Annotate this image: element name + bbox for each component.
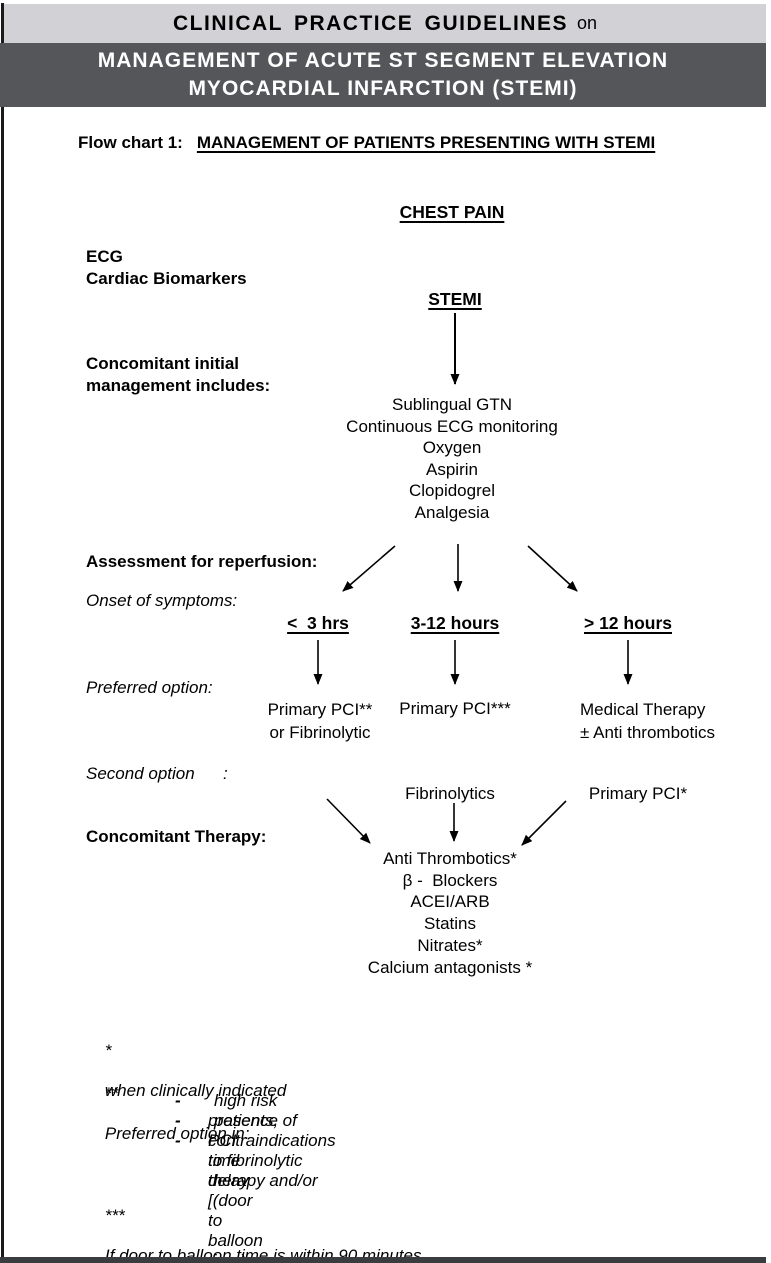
page-bottom-strip (0, 1257, 766, 1263)
chest-pain-node: CHEST PAIN (399, 202, 505, 222)
footnote-single-asterisk: * when clinically indicated (86, 1021, 286, 1121)
document-title-line2: MYOCARDIAL INFARCTION (STEMI) (188, 77, 578, 100)
footnote-text-2: Preferred option in: (104, 1124, 250, 1143)
onset-column-lt3hrs: < 3 hrs (287, 613, 349, 633)
ecg-biomarkers-label: ECG Cardiac Biomarkers (86, 247, 247, 288)
concomitant-initial-label: Concomitant initial management includes: (86, 354, 271, 395)
onset-column-gt12hrs: > 12 hours (583, 613, 673, 633)
stemi-node: STEMI (428, 289, 482, 309)
dash-bullet: - (175, 1131, 181, 1150)
concomitant-therapy-label: Concomitant Therapy: (86, 827, 267, 846)
page-kicker-title: CLINICAL PRACTICE GUIDELINES (173, 11, 568, 35)
footnote-item-text: high risk patients, (214, 1091, 283, 1130)
onset-of-symptoms-label: Onset of symptoms: (86, 591, 238, 610)
flowchart-title: MANAGEMENT OF PATIENTS PRESENTING WITH S… (196, 133, 656, 152)
flowchart-number-label: Flow chart 1: (78, 133, 183, 152)
footnote-marker-2: ** (104, 1084, 119, 1103)
onset-column-3to12hrs: 3-12 hours (410, 613, 500, 633)
header-band-light: CLINICAL PRACTICE GUIDELINES on (4, 4, 766, 43)
concomitant-therapy-list: Anti Thrombotics* β - Blockers ACEI/ARB … (367, 849, 533, 977)
assessment-reperfusion-label: Assessment for reperfusion: (86, 552, 318, 571)
footnote-triple-asterisk: *** If door to balloon time is within 90… (86, 1186, 422, 1263)
footnote-item-text: PCI time delay [(door to balloon time) –… (208, 1131, 263, 1263)
header-band-dark: MANAGEMENT OF ACUTE ST SEGMENT ELEVATION… (0, 43, 766, 107)
dash-bullet: - (175, 1091, 181, 1110)
preferred-option-col2: Primary PCI*** (399, 699, 511, 718)
footnote-item-text: presence of contraindications to fibrino… (208, 1111, 341, 1190)
initial-management-list: Sublingual GTN Continuous ECG monitoring… (346, 395, 558, 522)
page-kicker-suffix: on (576, 13, 597, 33)
footnote-text-1: when clinically indicated (104, 1081, 287, 1100)
second-option-primary-pci: Primary PCI* (588, 784, 688, 803)
document-title-line1: MANAGEMENT OF ACUTE ST SEGMENT ELEVATION (97, 49, 669, 72)
preferred-option-col1: Primary PCI** or Fibrinolytic (267, 700, 373, 742)
second-option-label: Second option : (86, 764, 228, 783)
footnote-marker-3: *** (104, 1206, 125, 1225)
dash-bullet: - (175, 1111, 181, 1130)
page-left-border (1, 3, 4, 1263)
footnote-double-asterisk: ** Preferred option in: (86, 1064, 250, 1164)
preferred-option-label: Preferred option: (86, 678, 213, 697)
preferred-option-col3: Medical Therapy ± Anti thrombotics (580, 700, 715, 742)
footnote-marker-1: * (104, 1041, 112, 1060)
flowchart-heading: Flow chart 1: MANAGEMENT OF PATIENTS PRE… (78, 133, 655, 153)
second-option-fibrinolytics: Fibrinolytics (405, 784, 495, 803)
